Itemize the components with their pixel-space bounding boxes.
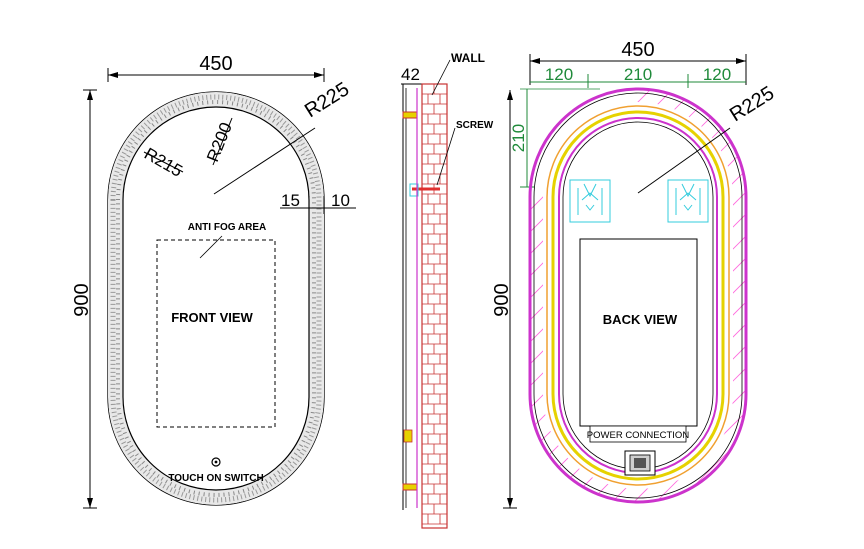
front-view-title: FRONT VIEW bbox=[171, 310, 253, 325]
top-bracket bbox=[402, 111, 418, 119]
back-seg-mid-label: 210 bbox=[624, 65, 652, 84]
front-15-label: 15 bbox=[281, 191, 300, 210]
back-seg-left-label: 120 bbox=[545, 65, 573, 84]
power-connection-box bbox=[589, 425, 687, 443]
led-strip-yellow bbox=[551, 110, 725, 481]
front-frosted-band bbox=[108, 92, 324, 505]
wall-label: WALL bbox=[451, 51, 485, 65]
back-r225-leader bbox=[637, 127, 731, 194]
back-outer-frame bbox=[528, 87, 748, 504]
back-r225-label: R225 bbox=[726, 82, 778, 126]
back-width-label: 450 bbox=[621, 39, 654, 61]
back-view-title: BACK VIEW bbox=[603, 312, 678, 327]
mid-bracket bbox=[409, 183, 419, 197]
back-vert-label: 210 bbox=[509, 124, 528, 152]
back-view: 450 120 210 120 210 900 bbox=[491, 39, 778, 509]
left-hanger-icon bbox=[569, 179, 611, 223]
front-width-label: 450 bbox=[199, 53, 232, 75]
brick-pattern bbox=[422, 84, 447, 525]
front-inner-frame bbox=[122, 106, 310, 491]
front-view: 450 900 R225 R215 R200 15 10 ANTI FOG A bbox=[71, 53, 356, 509]
front-height-label: 900 bbox=[71, 283, 93, 316]
back-seg-right-label: 120 bbox=[703, 65, 731, 84]
power-connection-label: POWER CONNECTION bbox=[587, 430, 690, 441]
right-hanger-icon bbox=[667, 179, 709, 223]
back-panel bbox=[579, 238, 698, 427]
r225-leader bbox=[213, 127, 316, 195]
lower-bracket bbox=[403, 429, 413, 443]
front-r200-label: R200 bbox=[203, 120, 236, 165]
r200-leader bbox=[212, 117, 233, 166]
side-depth-label: 42 bbox=[401, 65, 420, 84]
back-height-label: 900 bbox=[491, 283, 513, 316]
bottom-bracket bbox=[402, 483, 418, 491]
led-strip-outer bbox=[546, 105, 730, 486]
front-r225-label: R225 bbox=[301, 78, 353, 122]
front-10-label: 10 bbox=[331, 191, 350, 210]
side-view: 42 WALL SCREW bbox=[401, 51, 494, 529]
wall-section bbox=[421, 83, 448, 529]
led-strip-inner bbox=[558, 117, 718, 474]
touch-switch-icon bbox=[211, 457, 221, 467]
r215-leader bbox=[143, 151, 184, 173]
screw-label: SCREW bbox=[456, 120, 494, 131]
anti-fog-area bbox=[156, 239, 276, 428]
anti-fog-label: ANTI FOG AREA bbox=[188, 222, 267, 233]
touch-switch-label: TOUCH ON SWITCH bbox=[168, 473, 263, 484]
front-r215-label: R215 bbox=[141, 144, 186, 181]
